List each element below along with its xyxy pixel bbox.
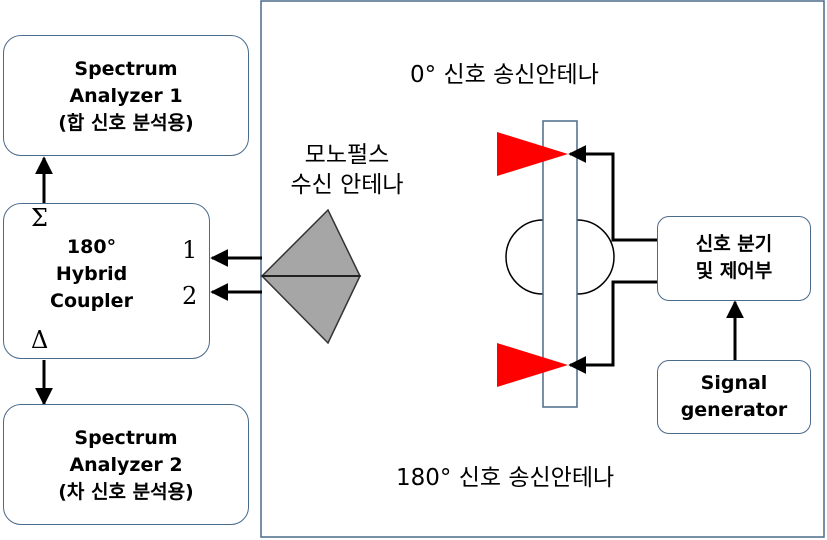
rotation-mount-arc-right: [576, 219, 615, 295]
spectrum-analyzer-2-box: Spectrum Analyzer 2 (차 신호 분석용): [3, 404, 249, 525]
generator-line1: Signal: [700, 372, 768, 394]
tx-0deg-label: 0° 신호 송신안테나: [410, 62, 599, 88]
monopulse-antenna-label: 모노펄스 수신 안테나: [262, 140, 432, 200]
tx-antenna-0deg-icon: [497, 132, 568, 176]
signal-splitter-control-box: 신호 분기 및 제어부: [657, 216, 811, 301]
tx-antenna-180deg-icon: [497, 343, 568, 387]
tx-180deg-label: 180° 신호 송신안테나: [396, 465, 615, 491]
analyzer-1-line3: (합 신호 분석용): [58, 112, 194, 134]
test-area-frame: [260, 0, 825, 538]
monopulse-label-line2: 수신 안테나: [290, 172, 404, 198]
analyzer-2-line2: Analyzer 2: [69, 454, 183, 476]
splitter-line2: 및 제어부: [695, 260, 773, 282]
spectrum-analyzer-1-box: Spectrum Analyzer 1 (합 신호 분석용): [3, 35, 249, 156]
rotation-mount-arc: [505, 219, 544, 295]
port-2-label: 2: [182, 282, 198, 310]
analyzer-2-line3: (차 신호 분석용): [58, 481, 194, 503]
port-1-label: 1: [182, 236, 198, 264]
coupler-line3: Coupler: [50, 290, 133, 312]
feed-line-180deg: [568, 280, 657, 374]
splitter-line1: 신호 분기: [695, 233, 773, 255]
monopulse-antenna-icon: [260, 208, 362, 345]
generator-line2: generator: [680, 399, 788, 421]
analyzer-2-line1: Spectrum: [74, 427, 178, 449]
coupler-line2: Hybrid: [55, 263, 128, 285]
analyzer-1-line1: Spectrum: [74, 58, 178, 80]
signal-generator-box: Signal generator: [657, 360, 811, 434]
coupler-line1: 180°: [66, 236, 117, 258]
feed-line-0deg: [568, 145, 657, 242]
diff-port-label: Δ: [31, 326, 49, 354]
sum-port-label: Σ: [31, 204, 48, 232]
hybrid-coupler-box: 180° Hybrid Coupler: [3, 203, 210, 359]
monopulse-label-line1: 모노펄스: [304, 142, 390, 168]
analyzer-1-line2: Analyzer 1: [69, 85, 183, 107]
